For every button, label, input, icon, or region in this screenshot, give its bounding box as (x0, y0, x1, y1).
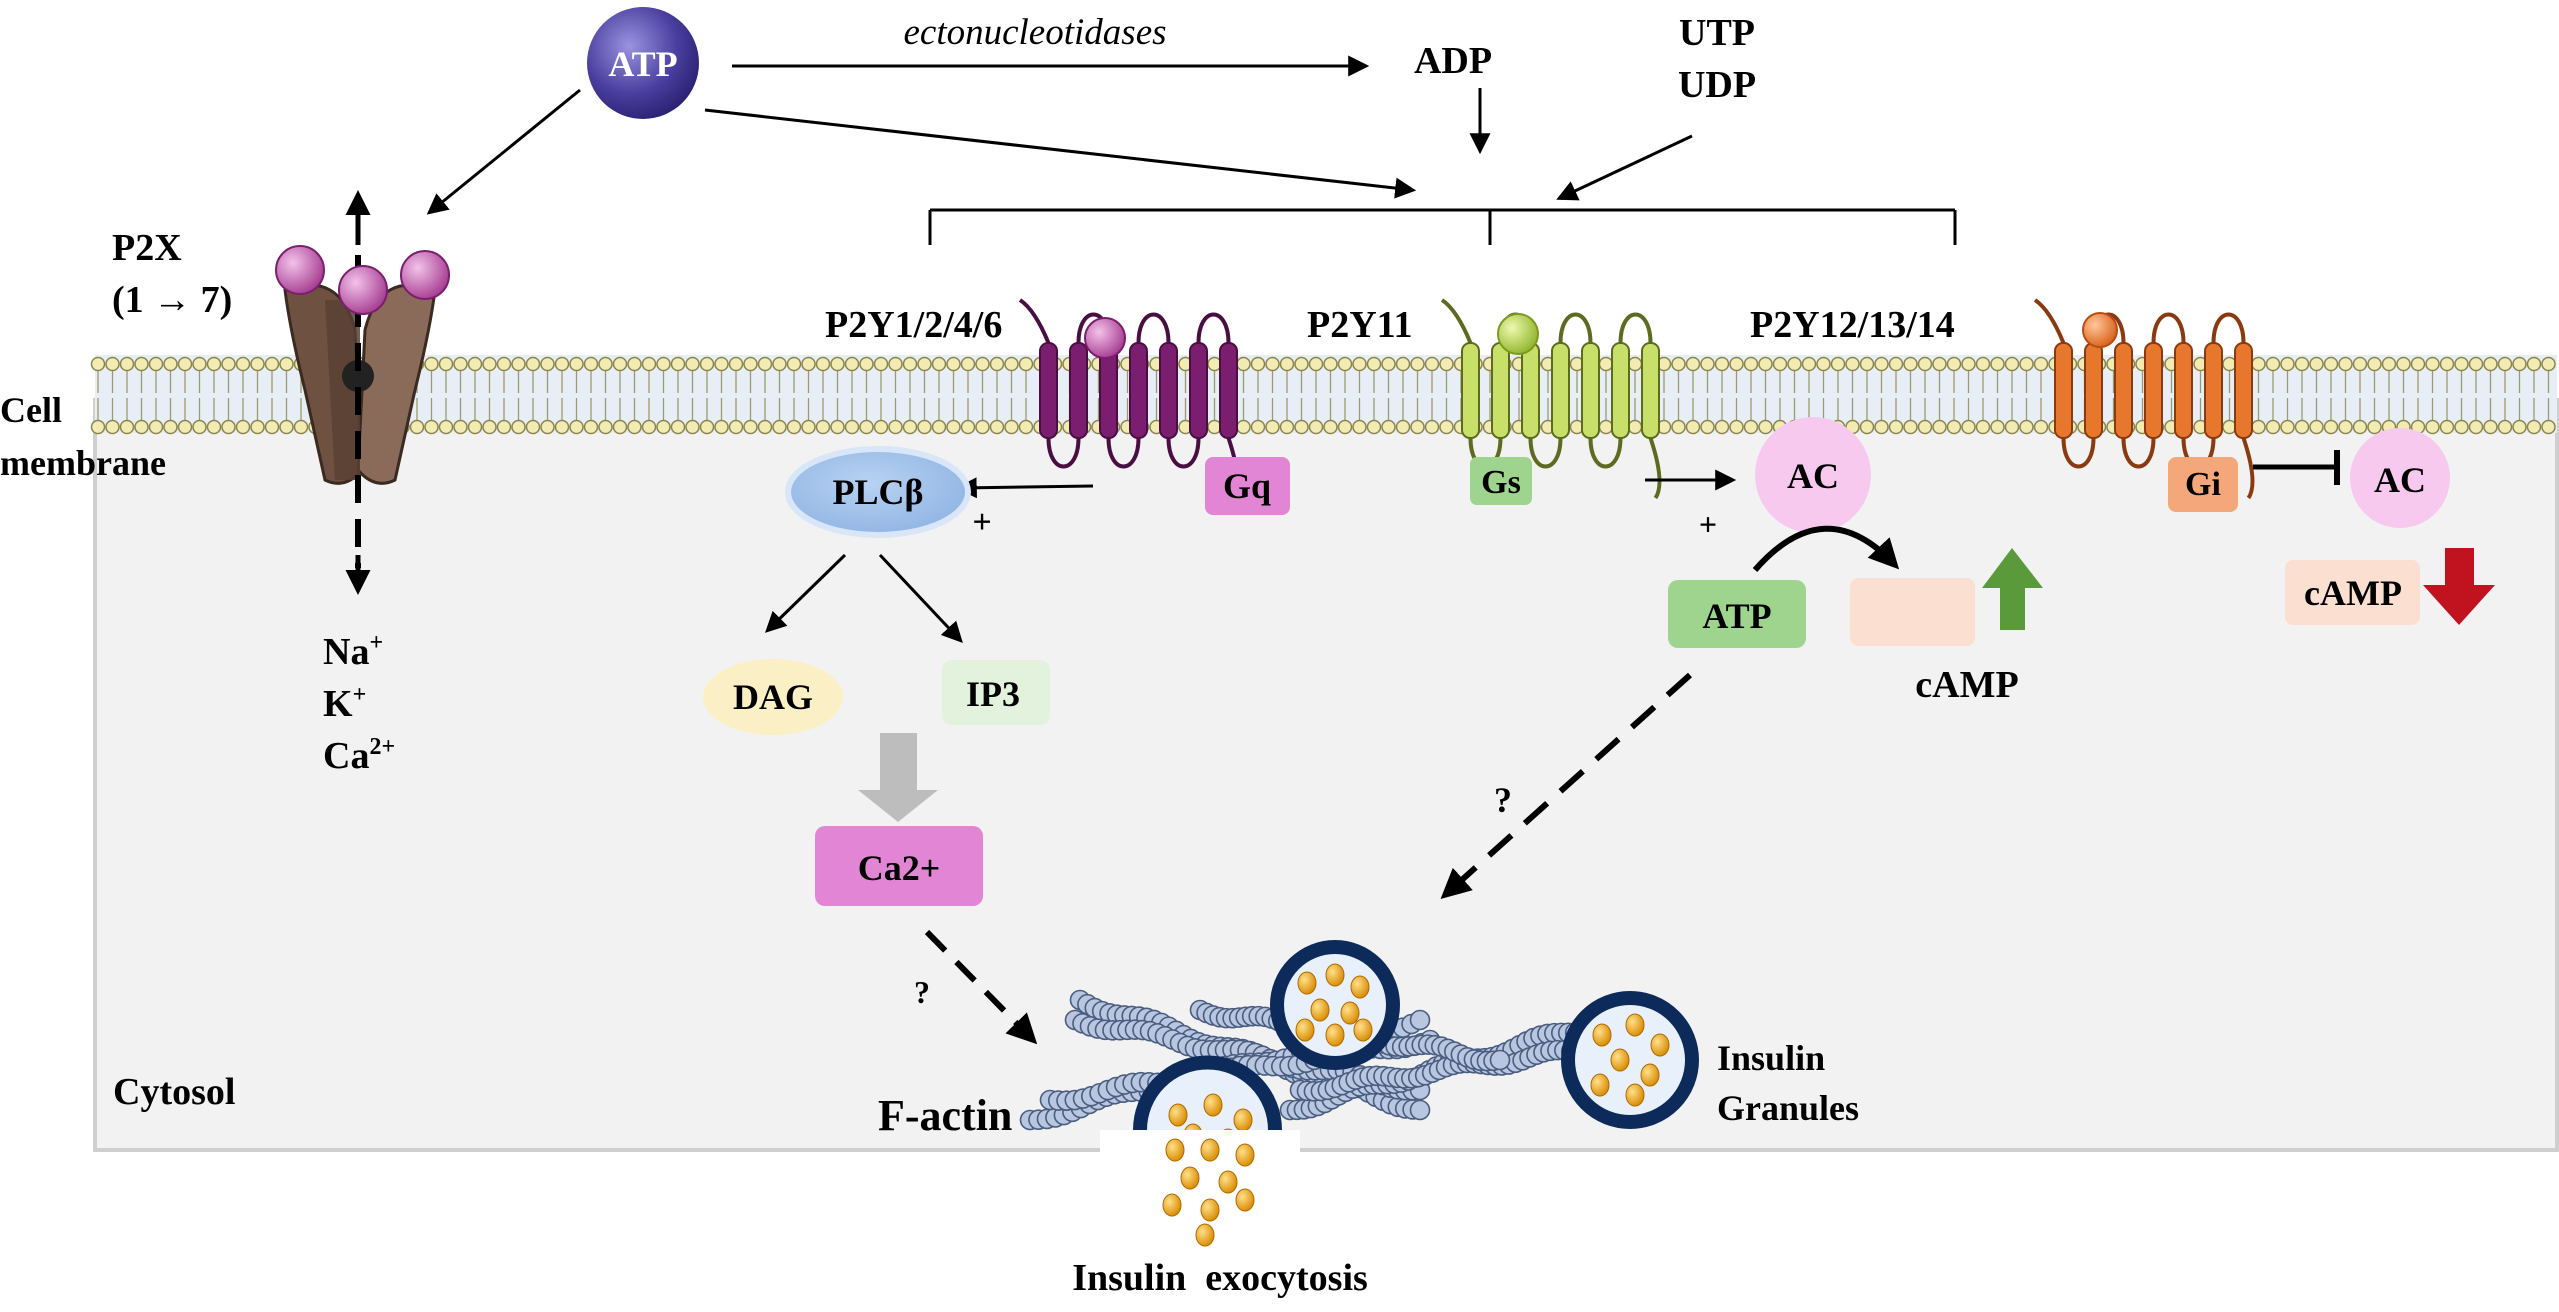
ip3-to-ca-arrow (858, 733, 938, 822)
p2x-agonist-3 (400, 250, 450, 300)
gi-label: Gi (2185, 466, 2221, 503)
extracellular-arrows (426, 55, 1693, 215)
p2y-gq-receptor (1018, 298, 1240, 500)
insulin-granules (1133, 940, 1699, 1152)
released-insulin (1162, 1138, 1255, 1247)
gq-label: Gq (1223, 466, 1271, 506)
gs-camp-label: cAMP (1915, 664, 2018, 706)
enzyme-label: ectonucleotidases (903, 12, 1166, 53)
granules-label-line1: Insulin (1717, 1038, 1825, 1078)
gs-ac-label: AC (1787, 456, 1839, 496)
arrow-atp-to-p2y (704, 108, 1417, 199)
atp-ball (587, 7, 699, 119)
gs-atp-box (1668, 580, 1806, 648)
utp-label: UTP (1679, 12, 1755, 54)
camp-up-arrow (1982, 548, 2043, 630)
p2y-gi-label: P2Y12/13/14 (1750, 304, 1955, 346)
udp-label: UDP (1678, 64, 1756, 106)
membrane-label-line2: membrane (0, 443, 166, 483)
dag-ellipse (703, 659, 843, 735)
ip3-box (942, 660, 1050, 725)
arrow-atp-to-p2x (426, 88, 581, 215)
gi-box (2168, 457, 2238, 512)
plc-label: PLCβ (833, 472, 924, 512)
gi-camp-box (2285, 560, 2420, 625)
gs-box (1470, 457, 1532, 505)
p2x-agonist-1 (275, 245, 325, 295)
p2y-gi-receptor (2033, 298, 2255, 500)
factin-label: F-actin (878, 1091, 1012, 1140)
gs-ac-circle (1755, 417, 1871, 533)
gs-camp-box (1850, 578, 1975, 646)
gs-plus-label: + (1699, 506, 1717, 542)
cytosol-label: Cytosol (113, 1071, 235, 1113)
ion-ca-label: Ca2+ (323, 734, 395, 777)
gs-atp-label: ATP (1702, 596, 1771, 636)
exocytosis-label: Insulin exocytosis (1072, 1257, 1368, 1299)
p2y-gq-label: P2Y1/2/4/6 (825, 304, 1002, 346)
atp-to-camp-curve (1752, 525, 1900, 572)
p2x-channel (275, 190, 450, 595)
gi-ac-label: AC (2374, 460, 2426, 500)
p2x-label-line2: (1 → 7) (112, 279, 232, 321)
atp-ball-label: ATP (608, 44, 677, 84)
granules-label-line2: Granules (1717, 1088, 1859, 1128)
ion-k-label: K+ (323, 682, 366, 725)
arrow-plc-to-ip3 (878, 553, 963, 644)
gq-plus-label: + (972, 504, 991, 541)
dag-label: DAG (733, 677, 813, 717)
adp-label: ADP (1414, 40, 1492, 82)
ion-na-label: Na+ (323, 630, 383, 673)
exocytosis-opening (1100, 1130, 1300, 1170)
plc-ellipse (785, 446, 971, 538)
gs-agonist (1497, 313, 1539, 355)
ca-box (815, 826, 983, 906)
gq-agonist (1084, 317, 1126, 359)
arrow-gq-to-plc (955, 477, 1094, 499)
p2x-agonist-2 (338, 265, 388, 315)
gs-label: Gs (1481, 464, 1521, 501)
gq-question-label: ? (914, 974, 930, 1010)
gi-ac-circle (2350, 428, 2450, 528)
camp-down-arrow (2423, 548, 2495, 625)
ip3-label: IP3 (966, 674, 1020, 714)
gi-agonist (2082, 312, 2118, 348)
p2y-gs-label: P2Y11 (1307, 304, 1413, 346)
arrow-ca-to-factin (924, 929, 1038, 1045)
gs-question-label: ? (1494, 780, 1512, 820)
p2y-gs-receptor (1440, 298, 1662, 500)
receptor-bracket (928, 208, 1957, 245)
gq-box (1205, 457, 1290, 515)
p2x-label-line1: P2X (112, 227, 182, 269)
arrow-utp-down (1556, 134, 1693, 201)
ca-label: Ca2+ (858, 848, 941, 888)
gi-camp-label: cAMP (2304, 573, 2402, 613)
membrane-label-line1: Cell (0, 390, 62, 430)
arrow-atp-to-granules (1440, 672, 1693, 900)
arrow-plc-to-dag (764, 553, 847, 633)
